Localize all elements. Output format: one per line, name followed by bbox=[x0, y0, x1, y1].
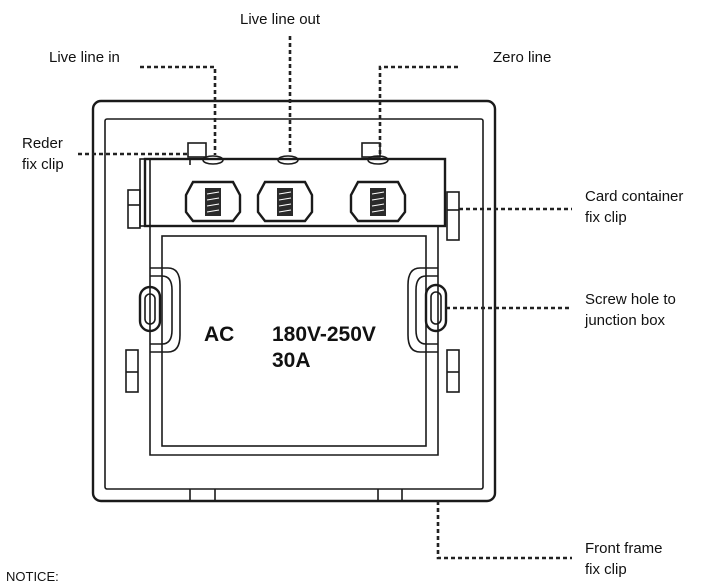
reder-fix-clip-tab-left bbox=[187, 142, 207, 158]
screw-terminal-1 bbox=[184, 180, 242, 223]
label-live-line-out: Live line out bbox=[240, 11, 321, 28]
reder-fix-clip-tab-right bbox=[361, 142, 381, 158]
screw-hole-right-inner bbox=[430, 291, 442, 325]
label-card-container-fix-clip-line2: fix clip bbox=[585, 209, 627, 226]
card-container bbox=[149, 226, 439, 456]
label-reder-fix-clip-line1: Reder bbox=[22, 135, 63, 152]
spec-current: 30A bbox=[272, 349, 311, 372]
card-container-inner bbox=[161, 235, 427, 447]
leader-zero-line bbox=[378, 65, 458, 155]
card-container-clip-right-top bbox=[446, 191, 460, 241]
label-front-frame-fix-clip-line2: fix clip bbox=[585, 561, 627, 578]
terminal-hole-live-out bbox=[277, 155, 299, 165]
label-screw-hole-line1: Screw hole to bbox=[585, 291, 676, 308]
label-live-line-in: Live line in bbox=[49, 49, 120, 66]
spec-voltage: 180V-250V bbox=[272, 323, 376, 346]
screw-hole-bracket-left-inner bbox=[150, 275, 173, 345]
label-reder-fix-clip-line2: fix clip bbox=[22, 156, 64, 173]
terminal-hole-zero bbox=[367, 155, 389, 165]
card-container-clip-left-top bbox=[127, 189, 141, 229]
screw-terminal-2 bbox=[256, 180, 314, 223]
label-notice: NOTICE: bbox=[6, 569, 59, 582]
card-container-clip-right-bottom bbox=[446, 349, 460, 393]
screw-hole-left-inner bbox=[144, 293, 156, 325]
terminal-hole-live-in bbox=[202, 155, 224, 165]
screw-hole-left bbox=[138, 285, 162, 333]
label-zero-line: Zero line bbox=[493, 49, 551, 66]
terminal-block bbox=[143, 157, 447, 228]
screw-terminal-3 bbox=[349, 180, 407, 223]
leader-front-frame-fix-clip bbox=[436, 501, 572, 560]
label-front-frame-fix-clip-line1: Front frame bbox=[585, 540, 663, 557]
screw-hole-bracket-right-inner bbox=[415, 275, 438, 345]
label-card-container-fix-clip-line1: Card container bbox=[585, 188, 683, 205]
card-container-clip-left-bottom bbox=[125, 349, 139, 393]
label-screw-hole-line2: junction box bbox=[584, 312, 666, 329]
inner-frame bbox=[104, 118, 484, 490]
screw-hole-bracket-left bbox=[150, 267, 181, 353]
screw-hole-bracket-right bbox=[407, 267, 438, 353]
leader-live-line-in bbox=[140, 65, 217, 155]
spec-ac: AC bbox=[204, 323, 234, 346]
outer-frame bbox=[91, 99, 497, 503]
